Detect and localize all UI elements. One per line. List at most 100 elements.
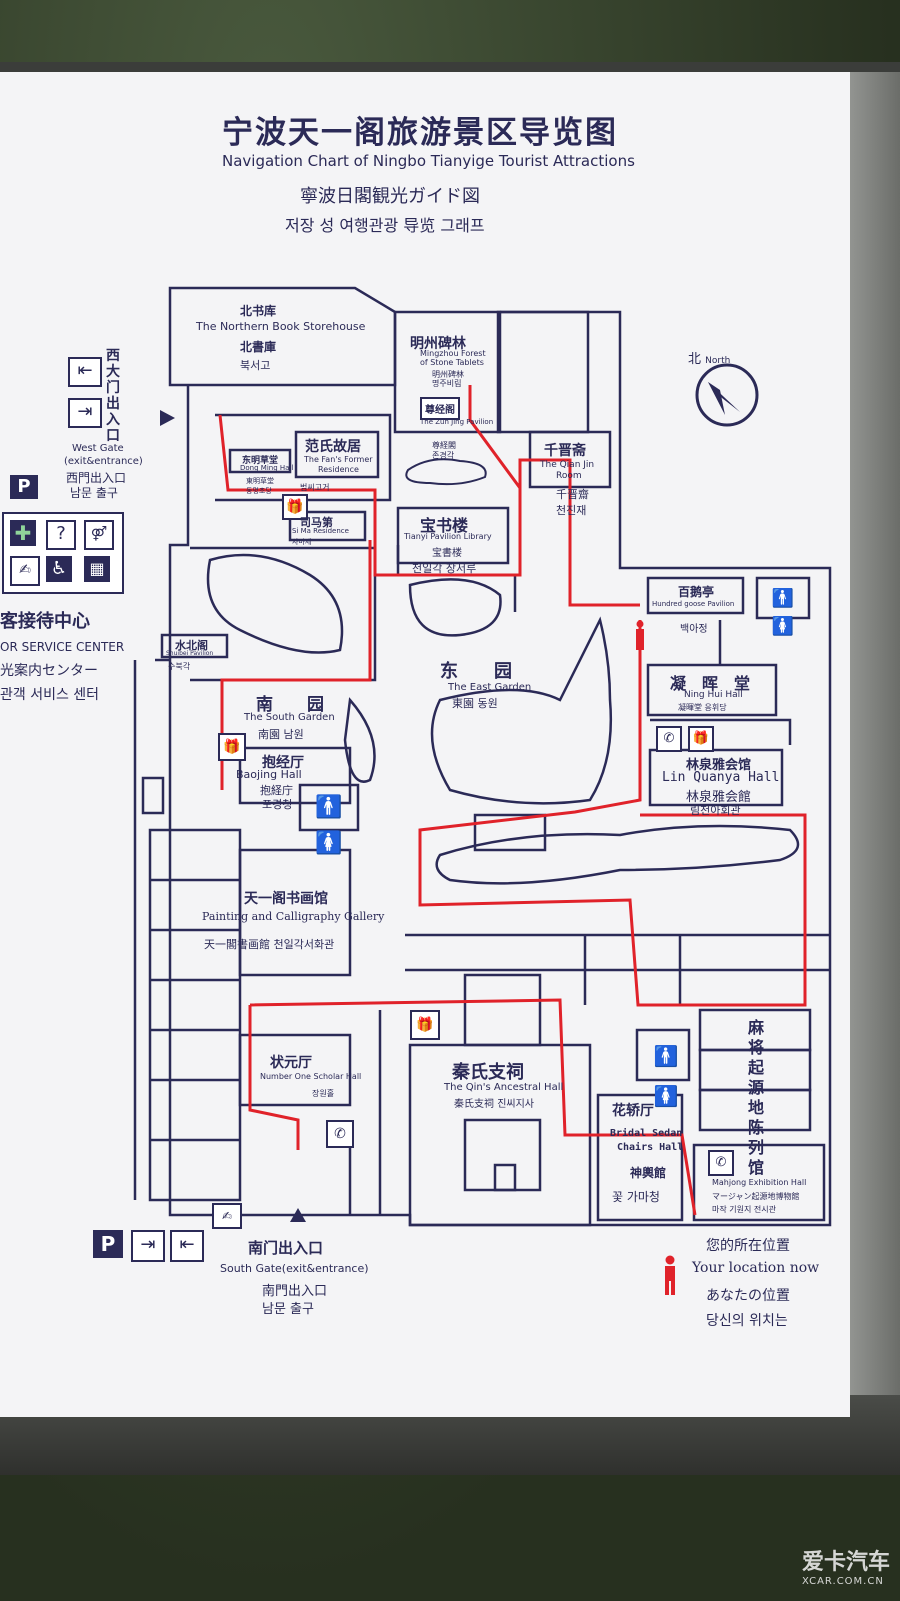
south-gate-en: South Gate(exit&entrance) <box>220 1262 369 1275</box>
linquan-zh: 林泉雅会馆 <box>686 758 752 773</box>
accessible-icon: ♿ <box>46 556 72 582</box>
exit-icon: ⇤ <box>170 1230 204 1262</box>
baie-zh: 百鹅亭 <box>678 585 715 599</box>
baojing-ko: 포경청 <box>262 798 293 811</box>
linquan-en: Lin Quanya Hall <box>662 770 780 785</box>
mingzhou-en2: of Stone Tablets <box>420 358 484 367</box>
shuibei-zh: 水北阁 <box>175 639 208 652</box>
south-gate-zh: 南门出入口 <box>248 1239 324 1257</box>
zunjing-en: The Zun Jing Pavilion <box>420 418 494 426</box>
huajiao-ja: 神輿館 <box>630 1166 667 1180</box>
gift-shop-icon: 🎁 <box>410 1010 440 1040</box>
west-gate-ko: 남문 출구 <box>70 486 118 500</box>
watermark-main: 爱卡汽车 <box>801 1550 890 1575</box>
visitor-center-ko: 관객 서비스 센터 <box>0 687 100 703</box>
zunjing-ja: 尊経閣 <box>432 441 456 450</box>
majiang-ja: マージャン起源地博物館 <box>712 1192 800 1201</box>
legend-ko: 당신의 위치는 <box>706 1313 788 1329</box>
northern-book-ko: 북서고 <box>240 359 271 372</box>
service-icon: ✍ <box>10 556 40 586</box>
mingzhou-ko: 명주비림 <box>432 379 462 388</box>
dongming-ja: 東明草堂 <box>246 477 274 485</box>
fan-en2: Residence <box>318 465 359 474</box>
title-en: Navigation Chart of Ningbo Tianyige Tour… <box>222 152 635 170</box>
painting-zh: 天一阁书画馆 <box>244 891 328 907</box>
west-gate-en1: West Gate <box>72 443 124 454</box>
restroom-icon: 🚹🚺 <box>771 588 795 637</box>
visitor-center-en: OR SERVICE CENTER <box>0 640 125 654</box>
entrance-icon: ⇥ <box>68 398 102 428</box>
exit-icon: ⇤ <box>68 357 102 387</box>
south-gate-ja: 南門出入口 <box>262 1284 328 1299</box>
gift-shop-icon: 🎁 <box>218 733 246 761</box>
facility-icons-panel: ✚ ? ⚤ ✍ ♿ ▦ <box>2 512 124 594</box>
huajiao-zh: 花轿厅 <box>612 1103 654 1119</box>
title-zh: 宁波天一阁旅游景区导览图 <box>222 115 618 151</box>
qianjin-ko: 천진재 <box>556 504 587 517</box>
title-ja: 寧波日閣観光ガイド図 <box>300 186 480 207</box>
zunjing-ko: 존경각 <box>432 451 455 460</box>
majiang-en: Mahjong Exhibition Hall <box>712 1178 807 1187</box>
linquan-ja: 林泉雅会館 <box>686 790 752 805</box>
title-ko: 저장 성 여행관광 导览 그래프 <box>285 216 485 235</box>
baoshu-zh: 宝书楼 <box>420 516 469 535</box>
linquan-ko: 림천아회관 <box>690 804 741 817</box>
south-garden-en: The South Garden <box>244 712 335 723</box>
qianjin-zh: 千晋斋 <box>544 443 586 459</box>
luggage-icon: ▦ <box>84 556 110 582</box>
ninghui-en: Ning Hui Hall <box>684 690 743 700</box>
baojing-ja: 抱経庁 <box>260 784 293 797</box>
northern-book-ja: 北書庫 <box>240 340 277 354</box>
legend-zh: 您的所在位置 <box>706 1238 790 1254</box>
legend-ja: あなたの位置 <box>706 1288 790 1304</box>
huajiao-en1: Bridal Sedan <box>610 1128 683 1139</box>
northern-book-en: The Northern Book Storehouse <box>196 320 366 333</box>
first-aid-icon: ✚ <box>10 520 36 546</box>
service-icon: ✍ <box>212 1203 242 1229</box>
zhuangyuan-en: Number One Scholar Hall <box>260 1072 362 1081</box>
zunjing-zh: 尊经阁 <box>420 397 460 420</box>
painting-ja-ko: 天一閣書画館 천일각서화관 <box>204 936 334 952</box>
ninghui-ko: 응휘당 <box>704 703 727 712</box>
entrance-icon: ⇥ <box>131 1230 165 1262</box>
watermark: 爱卡汽车 XCAR.COM.CN <box>802 1544 890 1587</box>
south-garden-ko: 남원 <box>283 728 304 741</box>
west-gate-en2: (exit&entrance) <box>64 456 143 467</box>
fan-en1: The Fan's Former <box>304 455 373 464</box>
mingzhou-zh: 明州碑林 <box>410 336 466 352</box>
telephone-icon: ✆ <box>708 1150 734 1176</box>
legend-en: Your location now <box>692 1260 820 1276</box>
east-garden-ko: 동원 <box>477 697 498 710</box>
northern-book-zh: 北书库 <box>240 304 277 318</box>
baoshu-en: Tianyi Pavilion Library <box>404 532 492 541</box>
qin-ja: 秦氏支祠 <box>454 1099 494 1110</box>
compass-label-en: North <box>705 356 731 366</box>
fan-ko: 범씨고거 <box>300 483 330 492</box>
qianjin-ja: 千晋齋 <box>556 488 589 501</box>
gift-shop-icon: 🎁 <box>282 494 308 520</box>
south-gate-ko: 남문 출구 <box>262 1302 314 1317</box>
qin-zh: 秦氏支祠 <box>452 1062 524 1083</box>
visitor-center-zh: 客接待中心 <box>0 611 90 632</box>
telephone-icon: ✆ <box>656 726 682 752</box>
sign-side-edge <box>840 72 900 1417</box>
south-garden-ja: 南園 <box>258 728 280 741</box>
you-are-here-icon <box>634 620 646 650</box>
south-garden-zh: 南 园 <box>256 695 324 715</box>
ninghui-zh: 凝 晖 堂 <box>670 674 751 693</box>
parking-icon: P <box>10 475 38 499</box>
painting-ja: 天一閣書画館 <box>204 938 270 951</box>
shuibei-ko: 수북각 <box>168 662 191 671</box>
info-icon: ? <box>46 520 76 550</box>
restroom-icon: 🚹🚺 <box>653 1044 679 1108</box>
restroom-icon: ⚤ <box>84 520 114 550</box>
compass-label: 北 North <box>688 348 730 367</box>
ninghui-ja-ko: 凝暉堂 응휘당 <box>678 702 727 713</box>
compass-icon <box>695 363 759 427</box>
telephone-icon: ✆ <box>326 1120 354 1148</box>
painting-en: Painting and Calligraphy Gallery <box>202 910 385 923</box>
fan-zh: 范氏故居 <box>305 439 361 455</box>
baoshu-ja: 宝書楼 <box>432 548 462 559</box>
parking-icon: P <box>93 1230 123 1258</box>
east-garden-ja-ko: 東園 동원 <box>452 695 498 711</box>
